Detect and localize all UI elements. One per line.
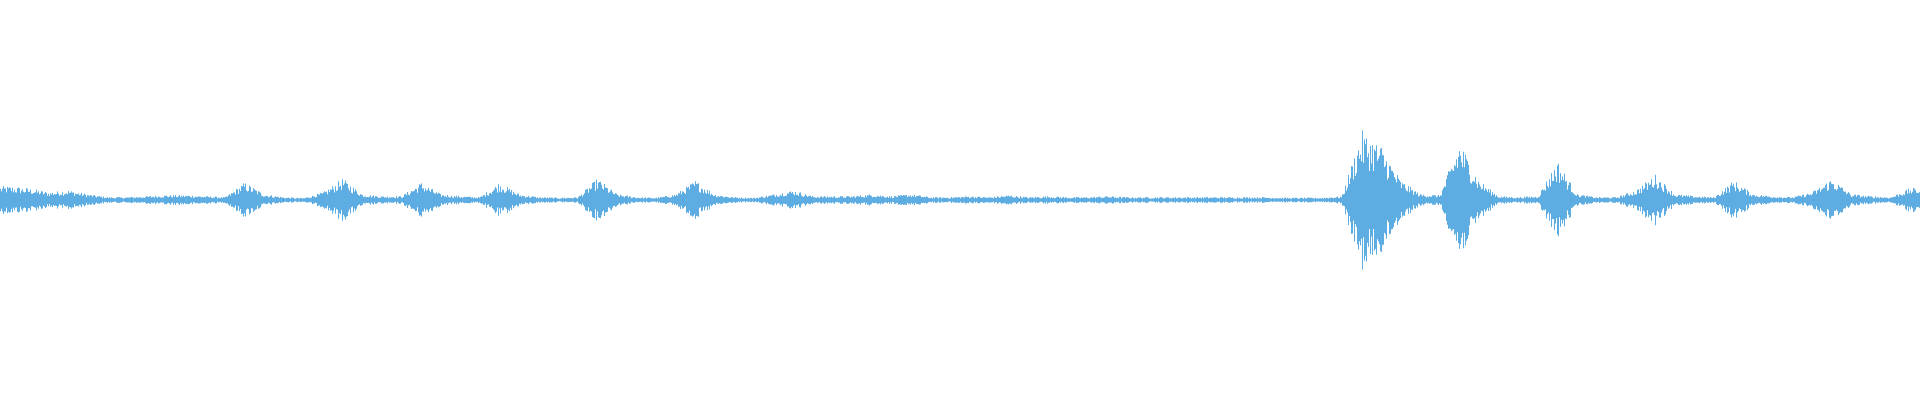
waveform-segment	[979, 196, 999, 204]
waveform-segment	[1861, 195, 1880, 205]
waveform-segment	[489, 184, 509, 216]
waveform-segment	[842, 195, 862, 205]
waveform-segment	[1371, 145, 1391, 255]
waveform-segment	[920, 195, 940, 205]
waveform-segment	[450, 195, 470, 205]
waveform-segment	[1880, 194, 1900, 206]
waveform-segment	[117, 196, 137, 204]
waveform-segment	[1488, 189, 1508, 211]
waveform-segment	[411, 183, 431, 217]
waveform-segment	[568, 189, 587, 211]
waveform-segment	[528, 195, 548, 205]
waveform-segment	[1253, 197, 1273, 203]
waveform-segment	[1116, 196, 1136, 204]
waveform-segment	[1214, 197, 1234, 203]
waveform-segment	[1743, 188, 1763, 212]
waveform-segment	[960, 196, 979, 204]
waveform-segment	[352, 187, 372, 213]
waveform-segment	[58, 191, 78, 209]
waveform-segment	[1469, 174, 1488, 226]
waveform-segment	[1841, 187, 1861, 213]
waveform-segment	[431, 189, 450, 211]
waveform-segment	[1763, 195, 1782, 205]
waveform-segment	[1391, 170, 1410, 230]
waveform-segment	[1351, 130, 1371, 270]
waveform-segment	[254, 189, 274, 211]
waveform-segment	[940, 197, 960, 203]
waveform-segment	[1645, 174, 1665, 226]
waveform-segment	[548, 197, 568, 203]
waveform-segment	[822, 196, 842, 204]
waveform-segment	[1782, 195, 1802, 205]
waveform-segment	[78, 192, 97, 208]
waveform-segment	[999, 195, 1018, 205]
waveform-segment	[1332, 175, 1351, 225]
waveform-segment	[685, 181, 705, 219]
waveform-segment	[137, 195, 156, 205]
waveform-segment	[176, 195, 195, 205]
waveform-segment	[1665, 185, 1684, 215]
waveform-segment	[1547, 163, 1567, 237]
waveform-segment	[1900, 188, 1920, 212]
waveform-segment	[235, 183, 254, 217]
waveform-segment	[313, 186, 333, 214]
waveform-segment	[19, 188, 39, 212]
waveform-segment	[881, 195, 901, 205]
waveform-segment	[333, 179, 352, 221]
waveform-segment	[0, 186, 19, 214]
waveform-segment	[1822, 181, 1841, 219]
waveform-segment	[195, 196, 215, 204]
waveform-segment	[666, 191, 685, 209]
waveform-segment	[274, 196, 293, 204]
waveform-segment	[1586, 195, 1606, 205]
waveform-segment	[1136, 197, 1155, 203]
waveform-segment	[1097, 196, 1116, 204]
waveform-segment	[470, 192, 489, 208]
waveform-segment	[1802, 187, 1822, 213]
waveform-segment	[705, 189, 724, 211]
waveform-segment	[1273, 197, 1293, 203]
waveform-segment	[1684, 195, 1704, 205]
waveform-segment	[509, 188, 528, 212]
waveform-segment	[39, 191, 58, 209]
waveform-segment	[1312, 197, 1332, 203]
waveform-segment	[215, 192, 235, 208]
waveform-segment	[783, 191, 803, 209]
waveform-segment	[1038, 196, 1057, 204]
waveform-segment	[1606, 195, 1626, 205]
waveform-segment	[1508, 196, 1528, 204]
waveform-segment	[1057, 196, 1077, 204]
waveform-segment	[1528, 181, 1547, 219]
waveform-segment	[1175, 197, 1195, 203]
waveform-segment	[293, 195, 313, 205]
waveform-segment	[901, 194, 920, 206]
waveform-segment	[1626, 185, 1645, 215]
waveform-segment	[1724, 182, 1743, 218]
waveform-segment	[1195, 197, 1214, 203]
waveform-segment	[764, 193, 783, 207]
waveform-segment	[803, 194, 822, 206]
waveform-segment	[1018, 196, 1038, 204]
waveform-segment	[1704, 191, 1724, 209]
waveform-segment	[607, 188, 626, 212]
waveform-segment	[391, 192, 411, 208]
waveform-segment	[1077, 196, 1097, 204]
waveform-segment	[626, 195, 646, 205]
waveform-segment	[1234, 197, 1253, 203]
waveform-segment	[724, 196, 744, 204]
waveform-segment	[862, 194, 881, 206]
waveform-segment	[1430, 171, 1449, 229]
waveform-segment	[587, 179, 607, 221]
waveform-segment	[156, 195, 176, 205]
waveform-segment	[1567, 182, 1586, 218]
waveform-segment	[97, 196, 117, 204]
waveform-segment	[744, 196, 764, 204]
waveform-segment	[1155, 197, 1175, 203]
waveform-segment	[1410, 187, 1430, 213]
waveform-segment	[1449, 151, 1469, 249]
waveform-segment	[372, 195, 391, 205]
waveform-segment	[646, 196, 666, 204]
waveform-segment	[1293, 197, 1312, 203]
